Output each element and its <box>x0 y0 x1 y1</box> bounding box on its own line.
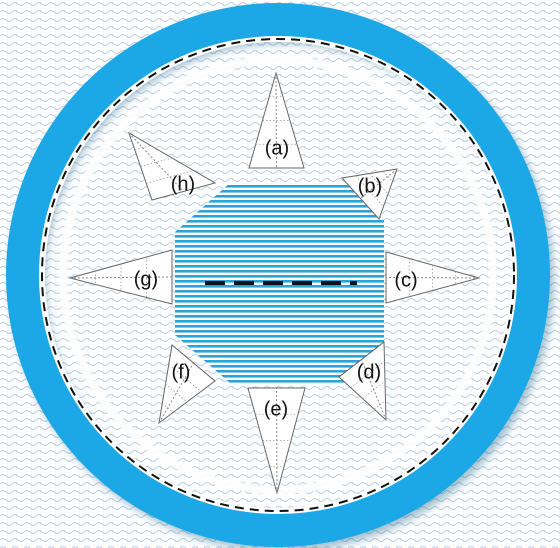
spike-tick-f-3 <box>168 364 202 392</box>
spike-centerline-h <box>128 132 184 192</box>
dashed-circle <box>41 38 515 512</box>
label-f: (f) <box>172 361 191 383</box>
spike-tick-h-3 <box>146 170 194 184</box>
label-e: (e) <box>264 398 288 420</box>
spike-tick-f-2 <box>165 383 188 403</box>
label-g: (g) <box>134 268 158 290</box>
spike-centerline-c <box>385 277 480 279</box>
label-a: (a) <box>265 137 289 159</box>
outer-ring <box>6 3 550 547</box>
label-b: (b) <box>358 175 382 197</box>
spike-tick-d-2 <box>362 380 386 399</box>
triangle-group <box>68 71 481 495</box>
label-d: (d) <box>357 361 381 383</box>
spike-centerline-f <box>158 362 194 424</box>
spike-tick-b-2 <box>369 173 389 195</box>
spike-tick-f-1 <box>161 403 174 413</box>
spike-tick-b-1 <box>382 170 393 182</box>
spike-tick-h-1 <box>134 145 151 151</box>
label-c: (c) <box>394 269 417 291</box>
spike-tick-d-1 <box>374 400 386 410</box>
spike-tick-d-3 <box>350 361 385 389</box>
label-h: (h) <box>171 173 195 195</box>
spike-centerline-g <box>69 276 173 279</box>
